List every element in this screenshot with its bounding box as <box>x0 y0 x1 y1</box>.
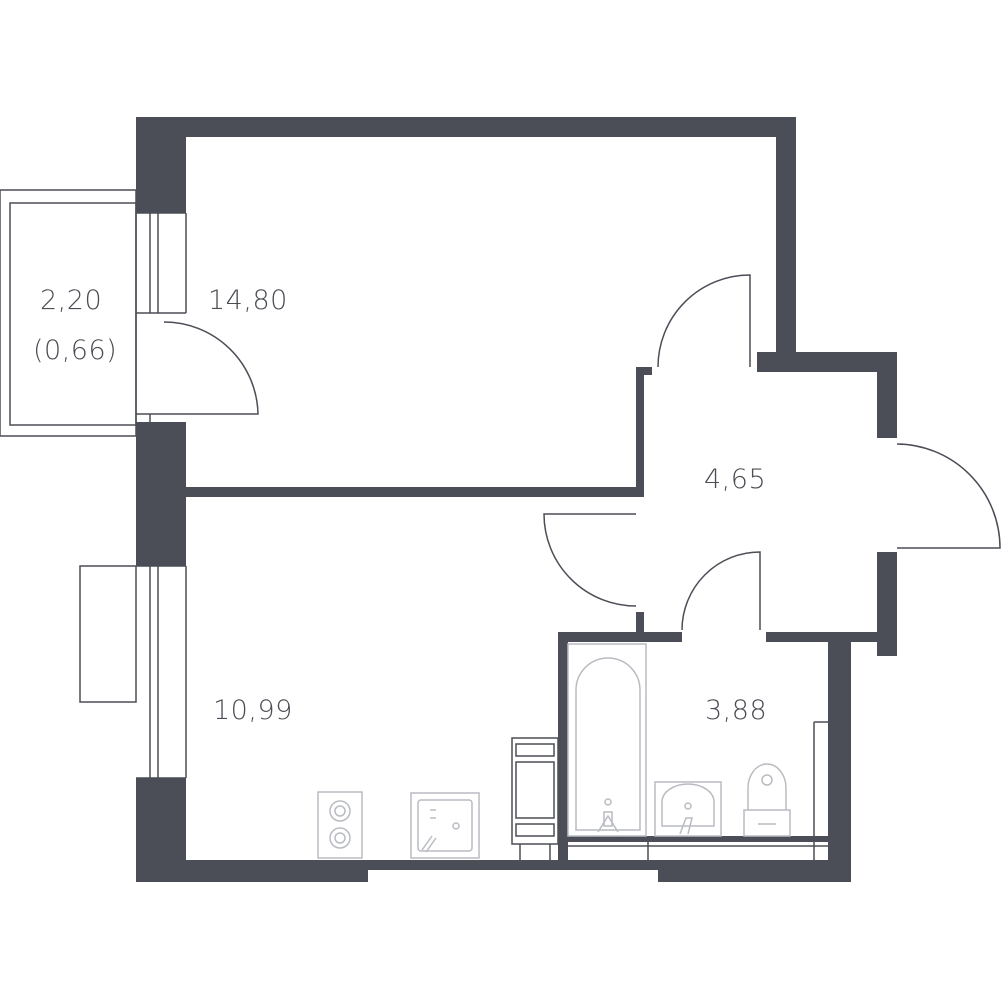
balcony-area-coefficient: (0,66) <box>33 335 118 366</box>
bathtub-icon <box>567 643 647 837</box>
wall-right-bath-top <box>766 632 897 642</box>
bathroom-area: 3,88 <box>705 695 768 726</box>
wall-partition-bedroom-kitchen <box>186 487 644 497</box>
balcony-area: 2,20 <box>40 285 103 316</box>
wall-right-upper <box>776 117 796 367</box>
wall-hall-left-upper <box>636 367 644 497</box>
bedroom-area: 14,80 <box>208 285 288 316</box>
kitchen-sink-icon <box>410 792 480 859</box>
wall-right-bath <box>828 640 851 882</box>
wall-hall-left-cap <box>636 367 652 375</box>
washing-machine-icon <box>511 737 559 860</box>
wall-bottom <box>136 860 368 882</box>
wall-bath-left <box>558 632 568 860</box>
wall-right-step <box>757 352 897 372</box>
balcony-door-swing <box>163 321 259 415</box>
balcony-door-frame <box>136 212 187 422</box>
walls <box>136 117 897 882</box>
washbasin-icon <box>654 781 722 837</box>
wall-right-hall-bottom <box>877 552 897 656</box>
wall-bath-bottom-inner <box>558 836 828 842</box>
toilet-icon <box>743 763 791 837</box>
bedroom-door-swing <box>657 274 751 368</box>
kitchen-area: 10,99 <box>213 695 293 726</box>
wall-hall-left-lower <box>636 612 644 634</box>
bathroom-shaft <box>568 721 828 860</box>
wall-left-upper <box>136 117 186 213</box>
wall-right-hall-top <box>877 352 897 438</box>
bathroom-door-swing <box>681 551 761 631</box>
wall-bottom-right <box>658 860 851 882</box>
entrance-door-swing <box>896 443 1001 549</box>
wall-bath-top <box>558 632 682 642</box>
wall-top <box>136 117 796 137</box>
stove-icon <box>317 791 363 859</box>
hall-area: 4,65 <box>704 464 767 495</box>
kitchen-door-swing <box>543 513 637 607</box>
wall-bottom-mid <box>368 860 658 870</box>
kitchen-window <box>79 565 187 779</box>
wall-left-middle <box>136 422 186 566</box>
